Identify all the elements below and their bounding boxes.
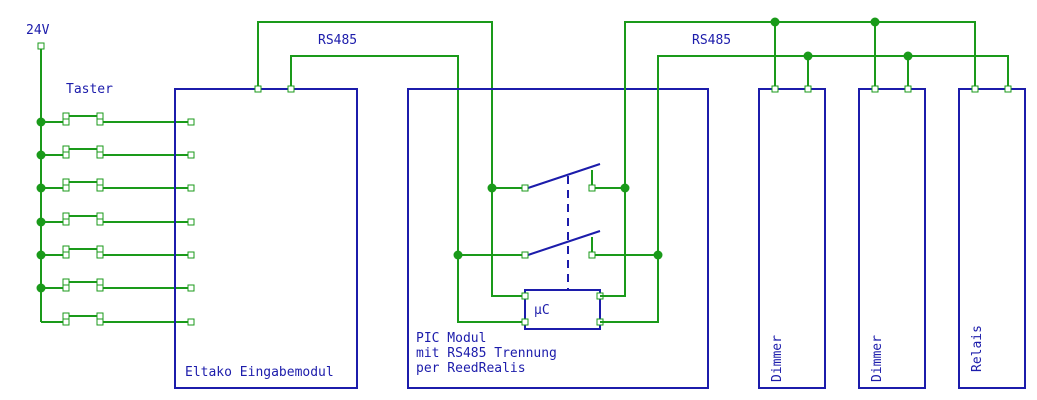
pin [62,284,70,292]
bus-left-a-wire [257,21,525,189]
pin [62,212,70,220]
pin [62,145,70,153]
power-label: 24V [26,23,50,38]
mcu-a-wire [491,188,525,297]
output-label-2: Dimmer [870,335,885,382]
power-pin [37,42,45,50]
mcu-box [524,289,601,330]
pin [96,151,104,159]
junction [487,183,497,193]
pin [187,151,195,159]
output-box-3 [958,88,1026,389]
pin [96,318,104,326]
pin [187,318,195,326]
pin [62,318,70,326]
pin [62,178,70,186]
pin [521,318,529,326]
pin [187,118,195,126]
junction [653,250,663,260]
junction [453,250,463,260]
pin [287,85,295,93]
pin [588,251,596,259]
pin [62,151,70,159]
pin [588,184,596,192]
pin [96,251,104,259]
pin [62,251,70,259]
pin [96,184,104,192]
bus-label-right: RS485 [692,33,731,48]
pin [96,145,104,153]
bus-right-a-wire [600,21,976,297]
bus-right-b-wire [600,55,1009,323]
junction [36,250,46,260]
junction [903,51,913,61]
pic-label-line3: per ReedRealis [416,361,526,376]
pin [187,284,195,292]
pin [971,85,979,93]
pin [96,212,104,220]
pin [871,85,879,93]
pin [521,251,529,259]
pin [96,218,104,226]
pin [904,85,912,93]
pin [96,245,104,253]
junction [36,183,46,193]
junction [36,117,46,127]
pic-label-line2: mit RS485 Trennung [416,346,557,361]
output-label-1: Dimmer [770,335,785,382]
output-box-2 [858,88,926,389]
junction [36,283,46,293]
output-box-1 [758,88,826,389]
pin [521,184,529,192]
mcu-b-wire [457,255,525,323]
junction [36,150,46,160]
pin [96,312,104,320]
pin [96,178,104,186]
output-label-3: Relais [970,325,985,372]
reed-switch-1 [527,163,601,189]
pin [187,218,195,226]
junction [803,51,813,61]
input-module-label: Eltako Eingabemodul [185,365,334,380]
pin [62,184,70,192]
bus-label-left: RS485 [318,33,357,48]
pin [96,284,104,292]
switch1-out-wire [591,170,625,189]
junction [36,217,46,227]
pin [62,312,70,320]
pic-label-line1: PIC Modul [416,331,486,346]
pic-module-box [407,88,709,389]
pin [62,218,70,226]
bus-left-b-wire [290,55,525,256]
pin [62,245,70,253]
pin [96,112,104,120]
pin [62,118,70,126]
junction [620,183,630,193]
reed-switch-2 [527,230,601,256]
mcu-label: µC [534,303,550,318]
pin [521,292,529,300]
junction [870,17,880,27]
junction [770,17,780,27]
pin [187,184,195,192]
pin [771,85,779,93]
button-group [36,112,195,326]
pin [62,278,70,286]
pin [1004,85,1012,93]
pin [96,278,104,286]
buttons-label: Taster [66,82,113,97]
pin [62,112,70,120]
pin [254,85,262,93]
pin [804,85,812,93]
pin [187,251,195,259]
pin [96,118,104,126]
input-module-box [174,88,358,389]
